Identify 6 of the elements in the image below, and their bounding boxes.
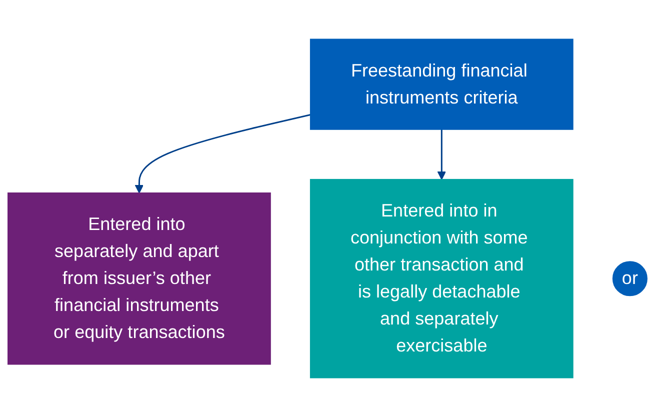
node-box: Entered into separately and apart from issuer’s other financial instruments or equity transactions — [8, 192, 271, 365]
arrow — [134, 114, 311, 194]
node-box: Entered into in conjunction with some other transaction and is legally detachable and separately exercisable — [310, 178, 574, 378]
node-box: Freestanding financial instruments criteria — [310, 38, 574, 130]
node-circle: or — [612, 261, 648, 296]
arrow — [437, 129, 446, 180]
